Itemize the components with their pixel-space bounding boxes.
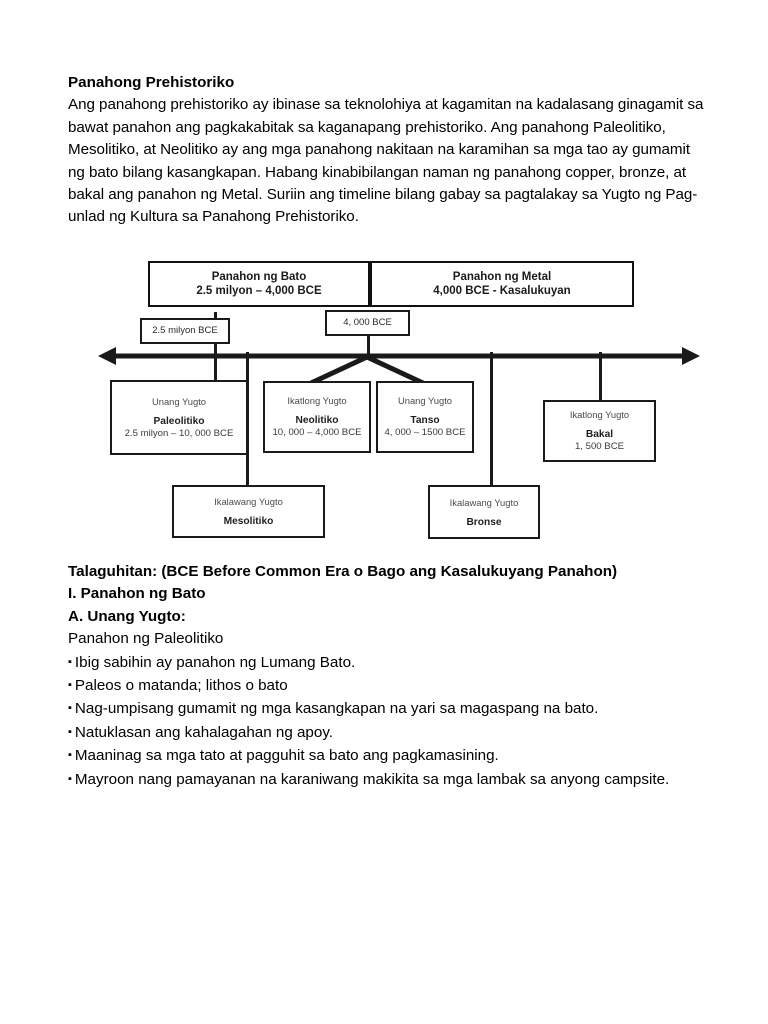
legend-subtitle: Panahon ng Paleolitiko [68,630,224,648]
stage-box-mesolitiko: Ikalawang Yugto Mesolitiko [172,485,325,538]
intro-paragraph: Ang panahong prehistoriko ay ibinase sa … [68,96,704,226]
stage-name-mesolitiko: Mesolitiko [223,516,274,527]
stage-label-paleolitiko: Unang Yugto [151,395,207,407]
connector-line-bakal [599,352,602,402]
list-item-text: Maaninag sa mga tato at pagguhit sa bato… [74,747,499,765]
connector-line-paleolitiko [214,312,217,382]
prehistoric-timeline-diagram: Panahon ng Bato 2.5 milyon – 4,000 BCE P… [96,252,706,548]
marker-label-4000-bce: 4, 000 BCE [343,317,392,328]
list-item: ▪Ibig sabihin ay panahon ng Lumang Bato. [68,651,708,674]
marker-box-4000-bce: 4, 000 BCE [325,310,410,336]
stage-range-paleolitiko: 2.5 milyon – 10, 000 BCE [124,427,234,439]
stage-range-tanso: 4, 000 – 1500 BCE [384,427,466,439]
bullet-icon: ▪ [68,655,72,668]
legend-section-a: A. Unang Yugto: [68,607,186,625]
marker-label-2-5-milyon-bce: 2.5 milyon BCE [152,325,218,336]
stage-label-bakal: Ikatlong Yugto [569,409,630,421]
stage-box-tanso: Unang Yugto Tanso 4, 000 – 1500 BCE [376,381,474,453]
stage-label-neolitiko: Ikatlong Yugto [287,395,347,407]
list-item: ▪Nag-umpisang gumamit ng mga kasangkapan… [68,697,708,720]
era-name-bato: Panahon ng Bato [211,270,307,283]
stage-name-tanso: Tanso [410,415,440,427]
stage-range-neolitiko: 10, 000 – 4,000 BCE [272,427,362,439]
stage-name-paleolitiko: Paleolitiko [153,415,205,427]
stage-label-tanso: Unang Yugto [397,395,453,407]
bullet-icon: ▪ [68,679,72,692]
bullet-icon: ▪ [68,772,72,785]
stage-label-bronse: Ikalawang Yugto [449,496,519,508]
connector-line-bronse [490,352,493,486]
stage-label-mesolitiko: Ikalawang Yugto [214,496,283,507]
stage-range-bakal: 1, 500 BCE [574,441,625,453]
stage-box-paleolitiko: Unang Yugto Paleolitiko 2.5 milyon – 10,… [110,380,248,455]
stage-box-bronse: Ikalawang Yugto Bronse [428,485,540,539]
list-item: ▪Maaninag sa mga tato at pagguhit sa bat… [68,744,708,767]
page-title: Panahong Prehistoriko [68,74,235,91]
era-box-bato: Panahon ng Bato 2.5 milyon – 4,000 BCE [148,261,370,307]
era-box-metal: Panahon ng Metal 4,000 BCE - Kasalukuyan [370,261,634,307]
stage-name-neolitiko: Neolitiko [295,415,339,427]
stage-box-bakal: Ikatlong Yugto Bakal 1, 500 BCE [543,400,656,462]
list-item: ▪Mayroon nang pamayanan na karaniwang ma… [68,768,708,791]
legend-talaguhitan: Talaguhitan: (BCE Before Common Era o Ba… [68,563,618,580]
list-item-text: Natuklasan ang kahalagahan ng apoy. [74,723,334,741]
stage-box-neolitiko: Ikatlong Yugto Neolitiko 10, 000 – 4,000… [263,381,371,453]
stage-name-bronse: Bronse [466,516,502,528]
era-range-bato: 2.5 milyon – 4,000 BCE [196,285,322,297]
era-name-metal: Panahon ng Metal [452,270,552,283]
legend-section-i: I. Panahon ng Bato [68,585,206,603]
bullet-icon: ▪ [68,702,72,715]
list-item: ▪Natuklasan ang kahalagahan ng apoy. [68,721,708,744]
stage-name-bakal: Bakal [585,429,614,441]
bullet-icon: ▪ [68,749,72,762]
document-text-bottom: Talaguhitan: (BCE Before Common Era o Ba… [68,561,708,791]
list-item-text: Nag-umpisang gumamit ng mga kasangkapan … [74,700,599,718]
document-text-top: Panahong Prehistoriko Ang panahong prehi… [68,72,708,229]
list-item-text: Ibig sabihin ay panahon ng Lumang Bato. [74,653,356,671]
era-range-metal: 4,000 BCE - Kasalukuyan [433,285,571,297]
marker-box-2-5-milyon-bce: 2.5 milyon BCE [140,318,230,344]
list-item-text: Paleos o matanda; lithos o bato [74,677,288,695]
list-item-text: Mayroon nang pamayanan na karaniwang mak… [74,770,670,788]
list-item: ▪Paleos o matanda; lithos o bato [68,674,708,697]
bullet-icon: ▪ [68,725,72,738]
